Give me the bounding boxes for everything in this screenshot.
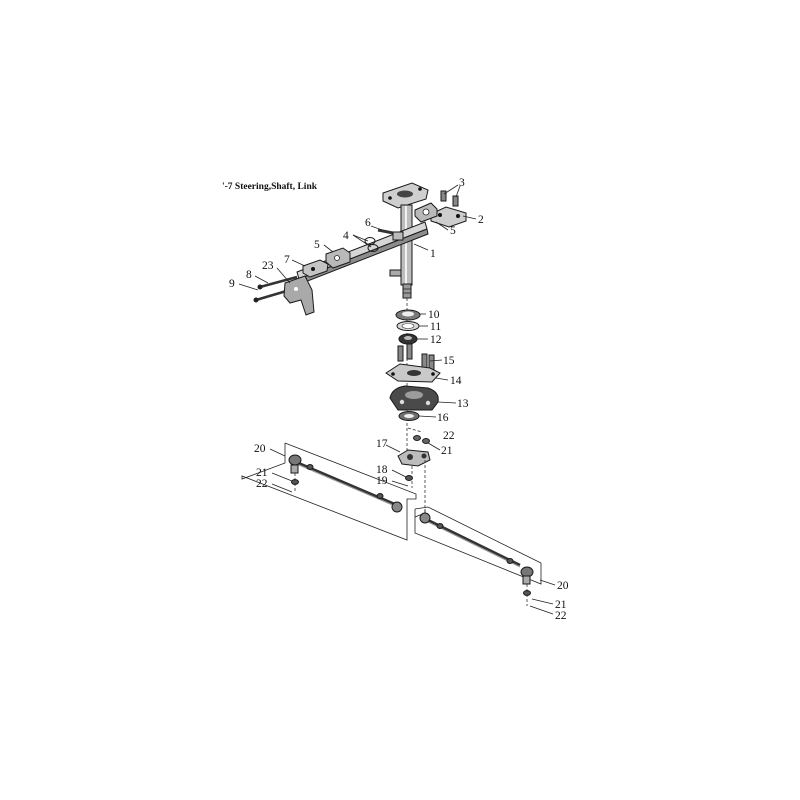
rings-part-4	[364, 237, 379, 252]
callout-14: 14	[450, 375, 462, 387]
callout-21-left: 21	[256, 467, 268, 479]
callout-22-arm: 22	[443, 430, 455, 442]
steering-column	[382, 182, 429, 299]
clamp-part-5-lower	[325, 247, 351, 269]
callout-22-left: 22	[256, 478, 268, 490]
callout-12: 12	[430, 334, 442, 346]
washer-part-16	[398, 411, 420, 421]
callout-numbers: 1 2 3 4 5 5 6 7 8 9 10 11 12 13 14 15 16…	[229, 177, 569, 622]
callout-18: 18	[376, 464, 388, 476]
callout-5-lower: 5	[314, 239, 320, 251]
washer-part-11	[396, 321, 420, 331]
callout-16: 16	[437, 412, 449, 424]
gearbox-part-13	[389, 385, 439, 411]
callout-6: 6	[365, 217, 371, 229]
plate-part-14	[385, 363, 441, 383]
callout-22-right: 22	[555, 610, 567, 622]
callout-10: 10	[428, 309, 440, 321]
callout-15: 15	[443, 355, 455, 367]
pitman-arm-part-17	[397, 449, 431, 467]
bearing-part-10	[395, 309, 421, 321]
callout-17: 17	[376, 438, 388, 450]
callout-21-right: 21	[555, 599, 567, 611]
callout-2: 2	[478, 214, 484, 226]
callout-3: 3	[459, 177, 465, 189]
callout-8: 8	[246, 269, 252, 281]
diagram-title: '-7 Steering,Shaft, Link	[222, 182, 318, 192]
bolts-part-3	[440, 190, 459, 207]
leader-lines	[238, 184, 556, 615]
callout-4: 4	[343, 230, 349, 242]
nuts-arm	[405, 435, 430, 481]
tie-rod-left	[241, 442, 417, 541]
tie-rod-right	[414, 506, 542, 606]
callout-19: 19	[376, 475, 388, 487]
callout-9: 9	[229, 278, 235, 290]
seal-part-12	[398, 333, 418, 345]
callout-20-left: 20	[254, 443, 266, 455]
bracket-part-2	[430, 206, 467, 228]
callout-11: 11	[430, 321, 441, 333]
callout-13: 13	[457, 398, 469, 410]
bracket-plate-part-23	[283, 275, 315, 316]
clamp-part-5-upper	[414, 202, 438, 223]
callout-21-arm: 21	[441, 445, 453, 457]
callout-7: 7	[284, 254, 290, 266]
bracket-part-7	[302, 259, 329, 278]
callout-1: 1	[430, 248, 436, 260]
callout-5-upper: 5	[450, 225, 456, 237]
callout-23: 23	[262, 260, 274, 272]
callout-20-right: 20	[557, 580, 569, 592]
